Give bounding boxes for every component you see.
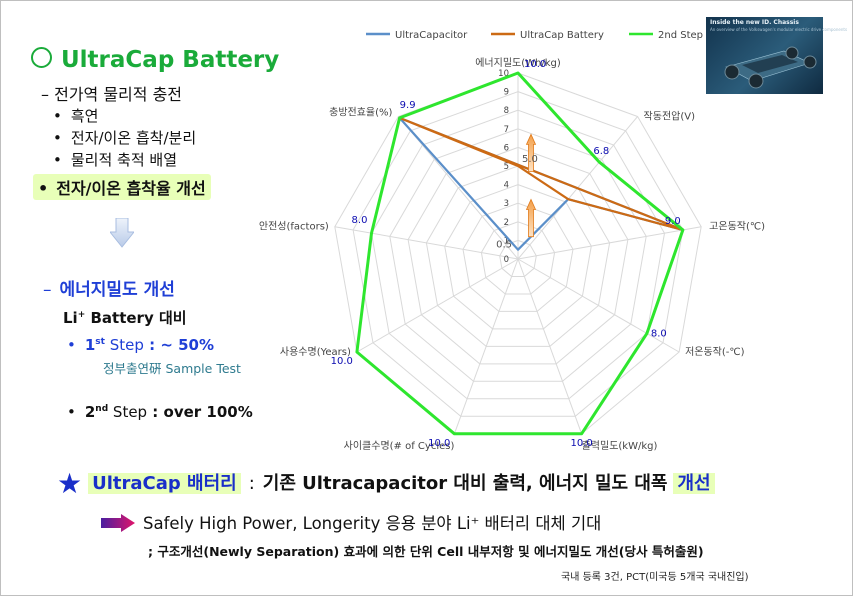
chassis-thumbnail-image: Inside the new ID. Chassis An overview o…: [706, 17, 847, 94]
legend-label-2: 2nd Step: [658, 30, 703, 41]
grid-ring-3: [462, 202, 574, 312]
grid-spoke-7: [334, 226, 519, 260]
series-line-1: [398, 116, 684, 231]
radar-data-labels: 10.0 5.0 0.5 6.8 9.0 8.0 10.0 10.0 10.0 8.0 9.9: [331, 59, 681, 449]
data-label-8: 10.0: [331, 356, 353, 367]
tick-label-6: 6: [504, 143, 509, 153]
tick-label-3: 3: [504, 199, 509, 209]
axis-label-7: 안전성(factors): [259, 221, 329, 233]
grid-spoke-5: [453, 258, 519, 434]
legend-label-1: UltraCap Battery: [520, 30, 604, 41]
down-arrow-icon: [110, 218, 134, 248]
radar-grid: [334, 72, 702, 435]
grid-spoke-3: [517, 258, 680, 353]
page-title: UltraCap Battery: [31, 47, 279, 73]
highlight-bullet: 전자/이온 흡착율 개선: [33, 174, 211, 200]
energy-density-heading: –에너지밀도 개선: [43, 280, 175, 300]
data-label-6: 10.0: [570, 438, 592, 449]
legend-label-0: UltraCapacitor: [395, 30, 468, 41]
grid-spoke-4: [517, 258, 583, 434]
data-label-9: 8.0: [352, 215, 368, 226]
chart-legend: UltraCapacitor UltraCap Battery 2nd Step: [366, 30, 703, 41]
chassis-illustration: [724, 46, 817, 89]
data-label-0: 10.0: [524, 59, 546, 70]
radar-ticks: 0 1 2 3 4 5 6 7 8 9 10: [498, 69, 509, 265]
step1-note: 정부출연硏 Sample Test: [103, 361, 241, 376]
data-label-10: 9.9: [400, 100, 416, 111]
bullet-item-adsorption: 전자/이온 흡착/분리: [53, 127, 196, 148]
summary-emphasis: 개선: [673, 473, 715, 494]
axis-label-6: 사용수명(Years): [280, 346, 351, 358]
grid-ring-7: [389, 128, 647, 382]
star-icon: ★: [57, 467, 83, 500]
axis-label-0: 에너지밀도(Wh/kg): [475, 57, 561, 69]
summary-text: 기존 Ultracapacitor 대비 출력, 에너지 밀도 대폭: [262, 473, 668, 494]
thumbnail-title: Inside the new ID. Chassis: [710, 19, 799, 26]
right-arrow-icon: [101, 514, 135, 532]
application-line: Safely High Power, Longerity 응용 분야 Li⁺ 배…: [101, 510, 601, 534]
tick-label-1: 1: [504, 236, 509, 246]
data-label-7: 10.0: [428, 438, 450, 449]
circle-bullet-icon: [31, 47, 52, 68]
step1-item: 1st Step : ~ 50%: [67, 336, 214, 354]
grid-spoke-6: [356, 258, 519, 353]
step2-item: 2nd Step : over 100%: [67, 403, 253, 421]
up-arrow-icon-0: [525, 133, 537, 173]
tick-label-0: 0: [504, 255, 509, 265]
tick-label-9: 9: [504, 88, 509, 98]
axis-label-1: 작동전압(V): [644, 110, 696, 123]
tick-label-7: 7: [504, 125, 509, 135]
axis-label-3: 저온동작(-℃): [685, 346, 745, 358]
tick-label-4: 4: [504, 181, 509, 191]
bullet-item-graphite: 흑연: [53, 105, 99, 126]
patent-note: 국내 등록 3건, PCT(미국등 5개국 국내진입): [561, 572, 749, 583]
li-battery-comparison: Li+ Battery 대비: [63, 309, 187, 327]
thumbnail-subtitle: An overview of the Volkswagen's modular …: [710, 27, 848, 32]
data-label-1: 5.0: [522, 154, 538, 165]
radar-axis-labels: 에너지밀도(Wh/kg) 작동전압(V) 고온동작(℃) 저온동작(-℃) 출력밀도(k…: [259, 57, 765, 452]
axis-label-4: 출력밀도(kW/kg): [582, 440, 658, 452]
tick-label-8: 8: [504, 106, 509, 116]
grid-ring-4: [444, 184, 592, 330]
data-label-2: 0.5: [496, 240, 512, 251]
data-label-5: 8.0: [651, 328, 667, 339]
tick-label-10: 10: [498, 69, 509, 79]
summary-line: ★UltraCap 배터리:기존 Ultracapacitor 대비 출력, 에…: [57, 467, 715, 500]
axis-label-5: 사이클수명(# of Cycles): [344, 440, 455, 452]
tick-label-5: 5: [504, 162, 509, 172]
axis-label-8: 충방전효율(%): [329, 107, 392, 119]
axis-label-2: 고온동작(℃): [709, 221, 765, 233]
radar-series: [355, 71, 685, 436]
grid-ring-8: [370, 109, 666, 400]
tick-label-2: 2: [504, 218, 509, 228]
data-label-3: 6.8: [593, 146, 609, 157]
grid-ring-1: [499, 239, 537, 277]
data-label-4: 9.0: [665, 216, 681, 227]
grid-spoke-2: [517, 226, 702, 260]
structure-note: ; 구조개선(Newly Separation) 효과에 의한 단위 Cell …: [148, 544, 704, 559]
up-arrow-icon-1: [525, 198, 537, 238]
series-line-2: [355, 71, 685, 436]
grid-ring-9: [352, 91, 684, 417]
summary-product: UltraCap 배터리: [88, 473, 241, 494]
grid-ring-2: [480, 221, 556, 295]
improvement-arrows: [525, 133, 537, 238]
dash-item: – 전가역 물리적 충전: [41, 85, 183, 104]
grid-ring-5: [425, 165, 611, 347]
bullet-item-arrangement: 물리적 축적 배열: [53, 149, 177, 170]
grid-ring-6: [407, 146, 629, 365]
